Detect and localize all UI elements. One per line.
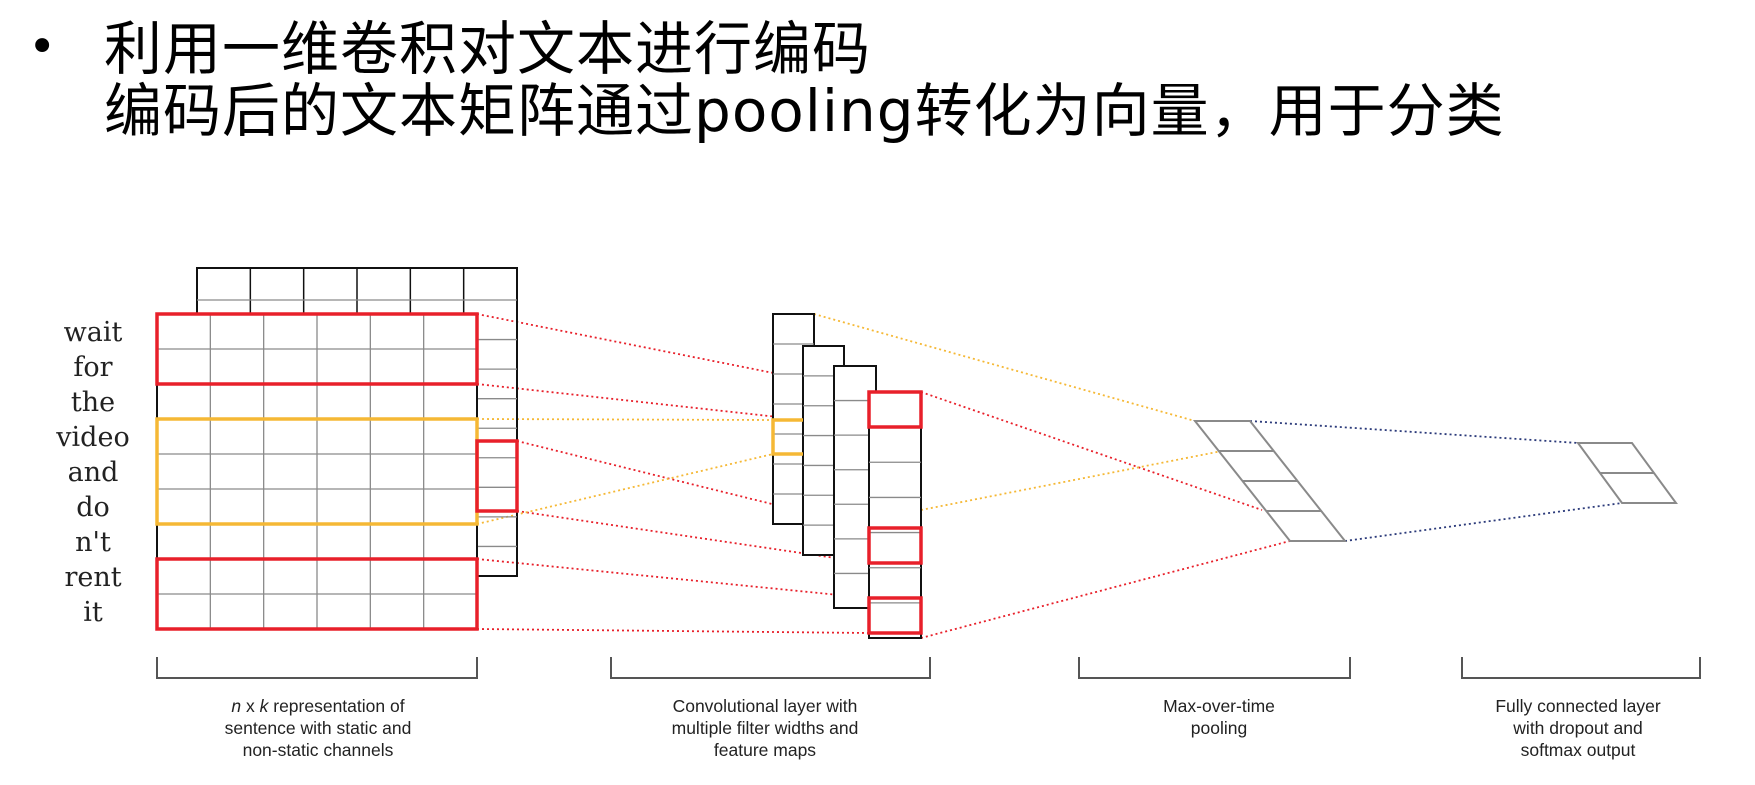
caption-embedding-line-2: sentence with static and [225, 718, 412, 738]
filter-window-red-bottom [155, 557, 479, 631]
feature-cell-red-3 [867, 596, 923, 635]
word-1: for [73, 352, 112, 383]
filter-window-red-strip [475, 439, 519, 513]
word-3: video [55, 422, 129, 453]
word-5: do [76, 492, 110, 523]
feature-cell-red-1 [867, 390, 923, 429]
caption-conv-line-1: Convolutional layer with [673, 696, 858, 716]
word-2: the [71, 387, 115, 418]
heading-line-2: 编码后的文本矩阵通过pooling转化为向量，用于分类 [104, 77, 1505, 145]
bullet-item: • 利用一维卷积对文本进行编码 编码后的文本矩阵通过pooling转化为向量，用… [28, 18, 1728, 142]
bracket-fc [1461, 657, 1701, 679]
fully-connected-output [1576, 442, 1678, 504]
caption-pool: Max-over-time pooling [1163, 696, 1275, 738]
conn-red-bottom-a [476, 558, 870, 599]
slide-heading: • 利用一维卷积对文本进行编码 编码后的文本矩阵通过pooling转化为向量，用… [28, 18, 1728, 142]
word-8: it [83, 597, 103, 628]
embedding-matrix [155, 267, 519, 631]
caption-conv-line-3: feature maps [714, 740, 816, 760]
word-4: and [68, 457, 119, 488]
conn-red-bottom-b [476, 628, 870, 634]
feature-cell-yellow [771, 418, 803, 456]
bracket-conv [610, 657, 931, 679]
conn-red-strip-a [516, 440, 870, 529]
caption-fc-line-2: with dropout and [1512, 718, 1642, 738]
word-7: rent [64, 562, 121, 593]
conn-red-top-b [476, 383, 870, 428]
caption-embedding-line-1: n x k representation of [231, 696, 404, 716]
feature-map-3 [868, 391, 922, 639]
caption-conv: Convolutional layer with multiple filter… [672, 696, 859, 760]
filter-window-red-top [155, 312, 479, 386]
caption-fc-line-1: Fully connected layer [1495, 696, 1661, 716]
conn-red-pool-a [920, 391, 1263, 511]
caption-pool-line-2: pooling [1191, 718, 1247, 738]
convolution-feature-maps [771, 313, 923, 639]
conn-navy-a [1249, 420, 1579, 444]
caption-conv-line-2: multiple filter widths and [672, 718, 859, 738]
conn-yellow-pool-a [813, 313, 1196, 422]
conn-yellow-a [476, 418, 774, 421]
connection-lines [476, 313, 1623, 639]
section-brackets [156, 657, 1701, 679]
caption-embedding-line-3: non-static channels [243, 740, 394, 760]
conn-yellow-pool-b [920, 450, 1223, 511]
word-6: n't [75, 527, 111, 558]
feature-cell-red-2 [867, 526, 923, 565]
heading-line-1: 利用一维卷积对文本进行编码 [104, 15, 872, 83]
caption-fc-line-3: softmax output [1521, 740, 1636, 760]
word-0: wait [64, 317, 123, 348]
caption-fc: Fully connected layer with dropout and s… [1495, 696, 1661, 760]
caption-embedding: n x k representation of sentence with st… [225, 696, 412, 760]
max-pooling-vector [1192, 420, 1348, 542]
bracket-embedding [156, 657, 478, 679]
bracket-pool [1078, 657, 1351, 679]
conn-yellow-b [476, 453, 774, 525]
conn-red-top-a [476, 313, 870, 393]
sentence-words: wait for the video and do n't rent it [55, 317, 129, 628]
bullet-dot: • [28, 19, 57, 75]
conn-red-pool-b [920, 540, 1291, 639]
conn-navy-b [1344, 502, 1623, 542]
caption-pool-line-1: Max-over-time [1163, 696, 1275, 716]
